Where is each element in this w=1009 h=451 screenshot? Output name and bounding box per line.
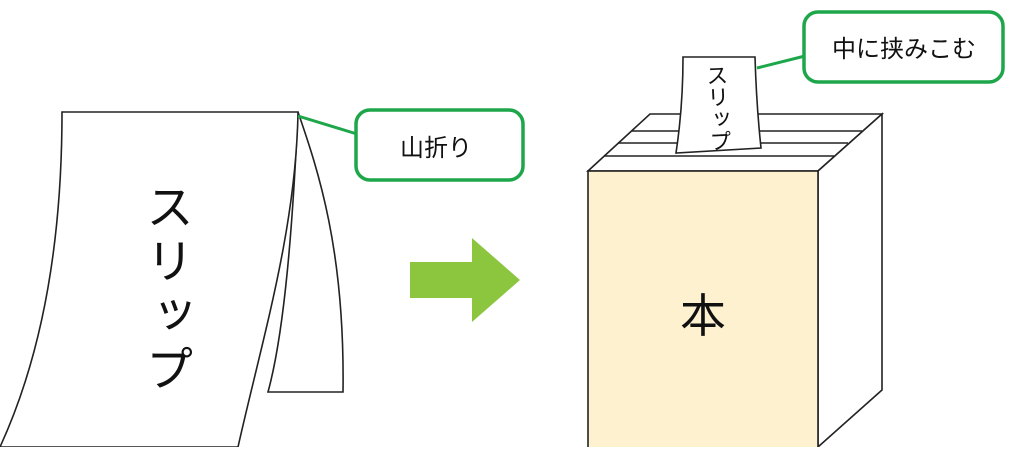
book-side-face bbox=[817, 112, 883, 449]
fold-callout-text: 山折り bbox=[400, 134, 472, 162]
insert-callout-text: 中に挟みこむ bbox=[832, 35, 976, 63]
right-arrow-icon bbox=[410, 238, 520, 322]
folded-slip: スリップ bbox=[0, 111, 344, 448]
insert-callout: 中に挟みこむ bbox=[756, 10, 1005, 84]
slip-fold-flap bbox=[266, 111, 344, 393]
fold-callout: 山折り bbox=[297, 108, 525, 182]
inserted-slip-label: スリップ bbox=[702, 63, 732, 152]
inserted-slip bbox=[675, 56, 762, 154]
slip-label: スリップ bbox=[137, 182, 193, 398]
book-with-slip: スリップ 本 bbox=[585, 56, 885, 451]
book-front-face bbox=[587, 170, 819, 451]
book-label: 本 bbox=[680, 289, 726, 343]
